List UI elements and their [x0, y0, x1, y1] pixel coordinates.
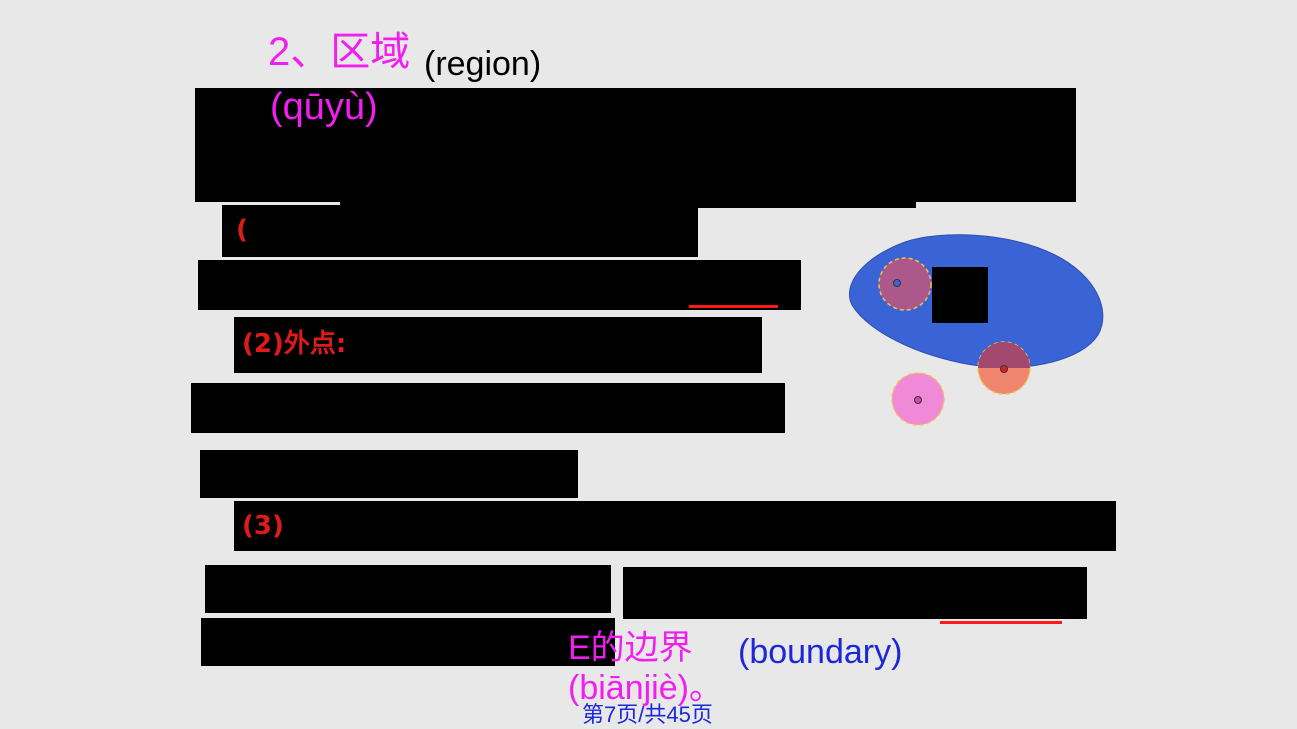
boundary-term-english: (boundary)	[738, 633, 903, 671]
item1-label: (	[236, 215, 248, 245]
boundary-term: E的边界	[568, 629, 693, 667]
redacted-text-block-1	[195, 88, 1076, 202]
hole-black-square	[932, 267, 988, 323]
redacted-text-block-9	[623, 567, 1087, 619]
redacted-text-block-7: (3)	[234, 501, 1116, 551]
section-heading-pinyin: (qūyù)	[270, 86, 378, 128]
redacted-text-block-3	[198, 260, 801, 310]
boundary-point-neighborhood-inner	[978, 342, 1030, 368]
item3-label: (3)	[242, 511, 284, 541]
redacted-text-block-8	[205, 565, 611, 613]
boundary-point	[1000, 365, 1008, 373]
interior-point	[893, 279, 901, 287]
page-indicator: 第7页/共45页	[582, 702, 713, 727]
redacted-text-block-4: (2)外点:	[234, 317, 762, 373]
redacted-text-block-2: (	[222, 205, 698, 257]
boundary-term-pinyin: (biānjiè)。	[568, 669, 723, 707]
interior-point-neighborhood	[878, 257, 932, 311]
section-heading: 2、区域	[268, 30, 411, 74]
redacted-text-block-10	[201, 618, 615, 666]
redacted-text-block-6	[200, 450, 578, 498]
redacted-text-block-5	[191, 383, 785, 433]
item2-label: (2)外点:	[242, 329, 347, 359]
section-heading-english: (region)	[424, 45, 542, 83]
red-underline-2	[940, 621, 1062, 624]
red-underline-1	[689, 305, 778, 308]
exterior-point	[914, 396, 922, 404]
